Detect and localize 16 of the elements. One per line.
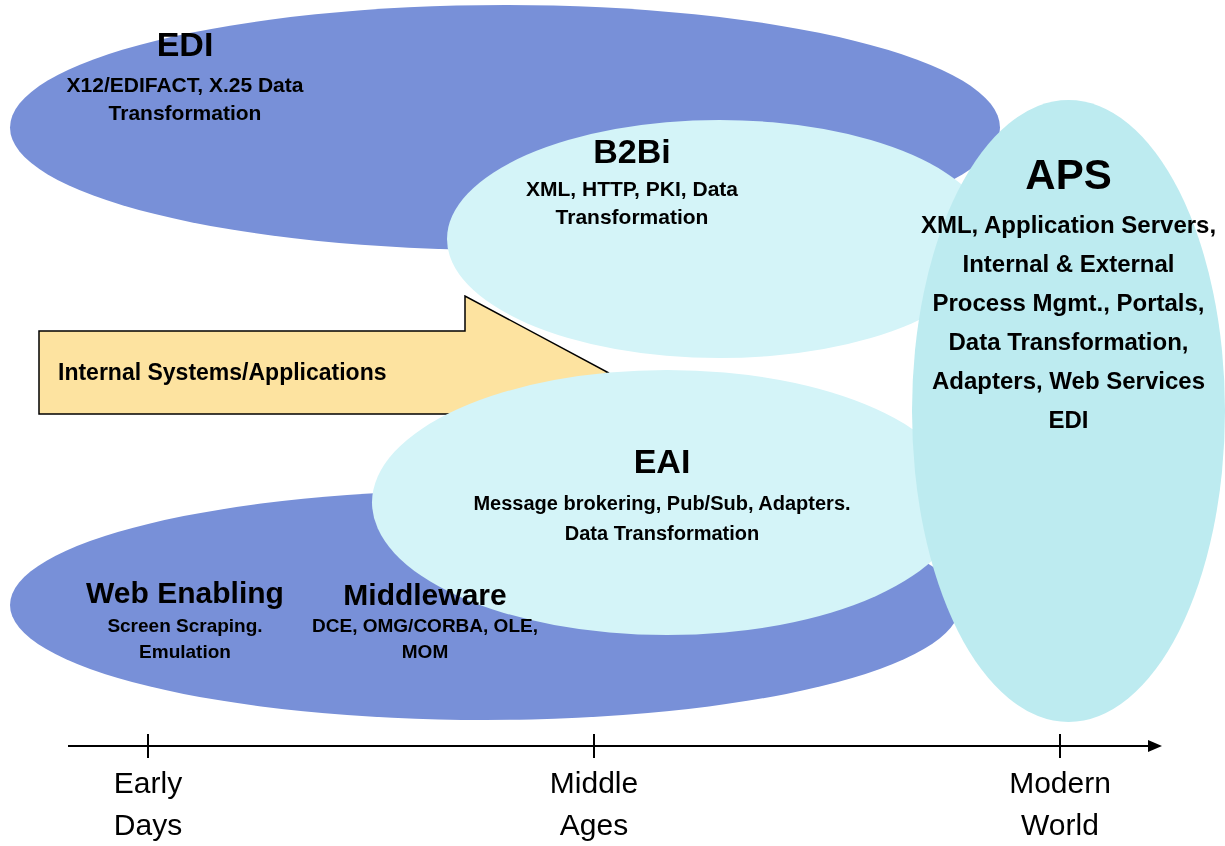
ellipse-text: X12/EDIFACT, X.25 Data Transformation [65,72,305,126]
ellipse-title: Web Enabling [85,575,285,611]
ellipse-title: APS [1024,152,1113,198]
ellipse-title: EDI [155,25,215,63]
ellipse-text: XML, Application Servers, Internal & External Process Mgmt., Portals, Data Transformation, Adapters, Web Services EDI [919,210,1218,435]
ellipse-title: EAI [632,442,692,480]
ellipse-title: B2Bi [592,132,672,170]
timeline-label: Modern World [1008,765,1112,843]
arrow-label: Internal Systems/Applications [58,358,388,387]
timeline-label: Early Days [112,765,184,843]
ellipse-text: Message brokering, Pub/Sub, Adapters. Data Transformation [472,491,852,546]
ellipse-text: XML, HTTP, PKI, Data Transformation [525,176,739,230]
node-title: Middleware [342,577,508,613]
node-text: DCE, OMG/CORBA, OLE, MOM [311,614,539,664]
ellipse-text: Screen Scraping. Emulation [106,614,264,664]
timeline-label: Middle Ages [548,765,640,843]
